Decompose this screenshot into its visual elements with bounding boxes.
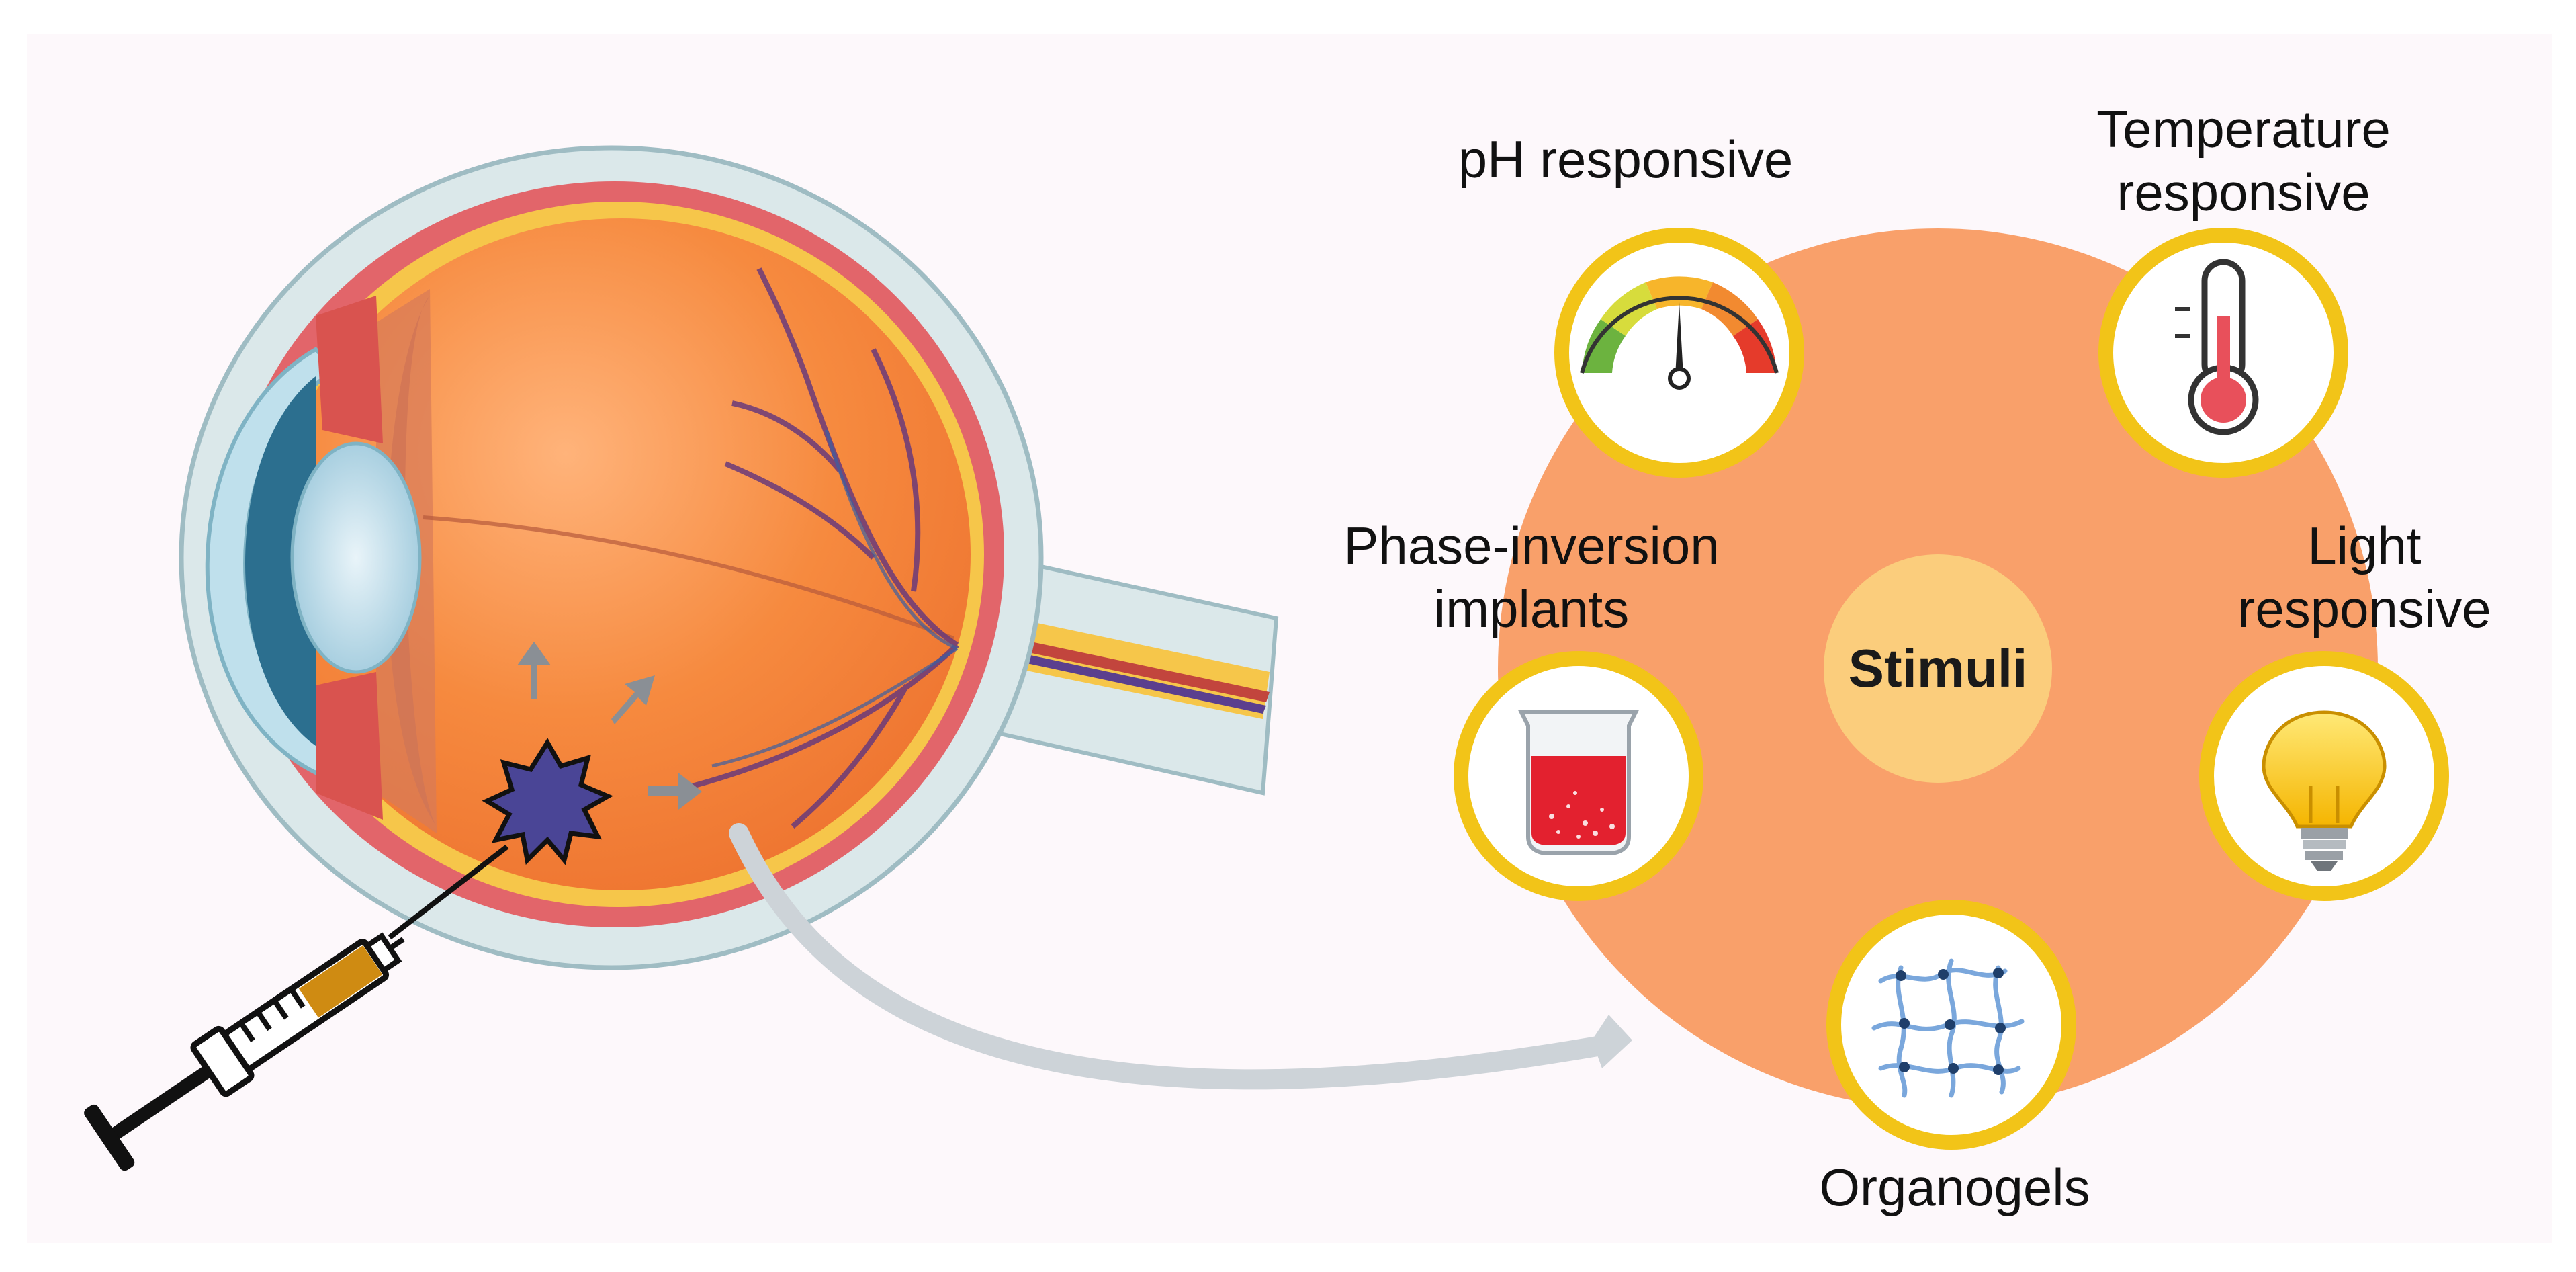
ph-responsive-label: pH responsive — [1458, 130, 1793, 189]
stimuli-center-label: Stimuli — [1848, 638, 2028, 698]
polymer-network-icon — [1826, 900, 2076, 1150]
eye-cross-section-icon — [179, 145, 1279, 970]
light-bulb-icon — [2199, 651, 2449, 901]
center-disc — [1824, 554, 2052, 783]
tumor-icon — [482, 738, 613, 865]
beaker-icon — [1454, 651, 1703, 901]
temperature-responsive-label: Temperature responsive — [2096, 99, 2391, 222]
thermometer-icon — [2098, 228, 2348, 478]
ph-gauge-icon — [1554, 228, 1804, 478]
curved-arrow-icon — [729, 823, 1632, 1090]
organogels-label: Organogels — [1819, 1158, 2090, 1217]
phase-inversion-label: Phase-inversion implants — [1343, 516, 1720, 638]
syringe-icon — [84, 844, 509, 1171]
release-arrow-icon — [517, 642, 702, 810]
light-responsive-label: Light responsive — [2237, 516, 2491, 638]
